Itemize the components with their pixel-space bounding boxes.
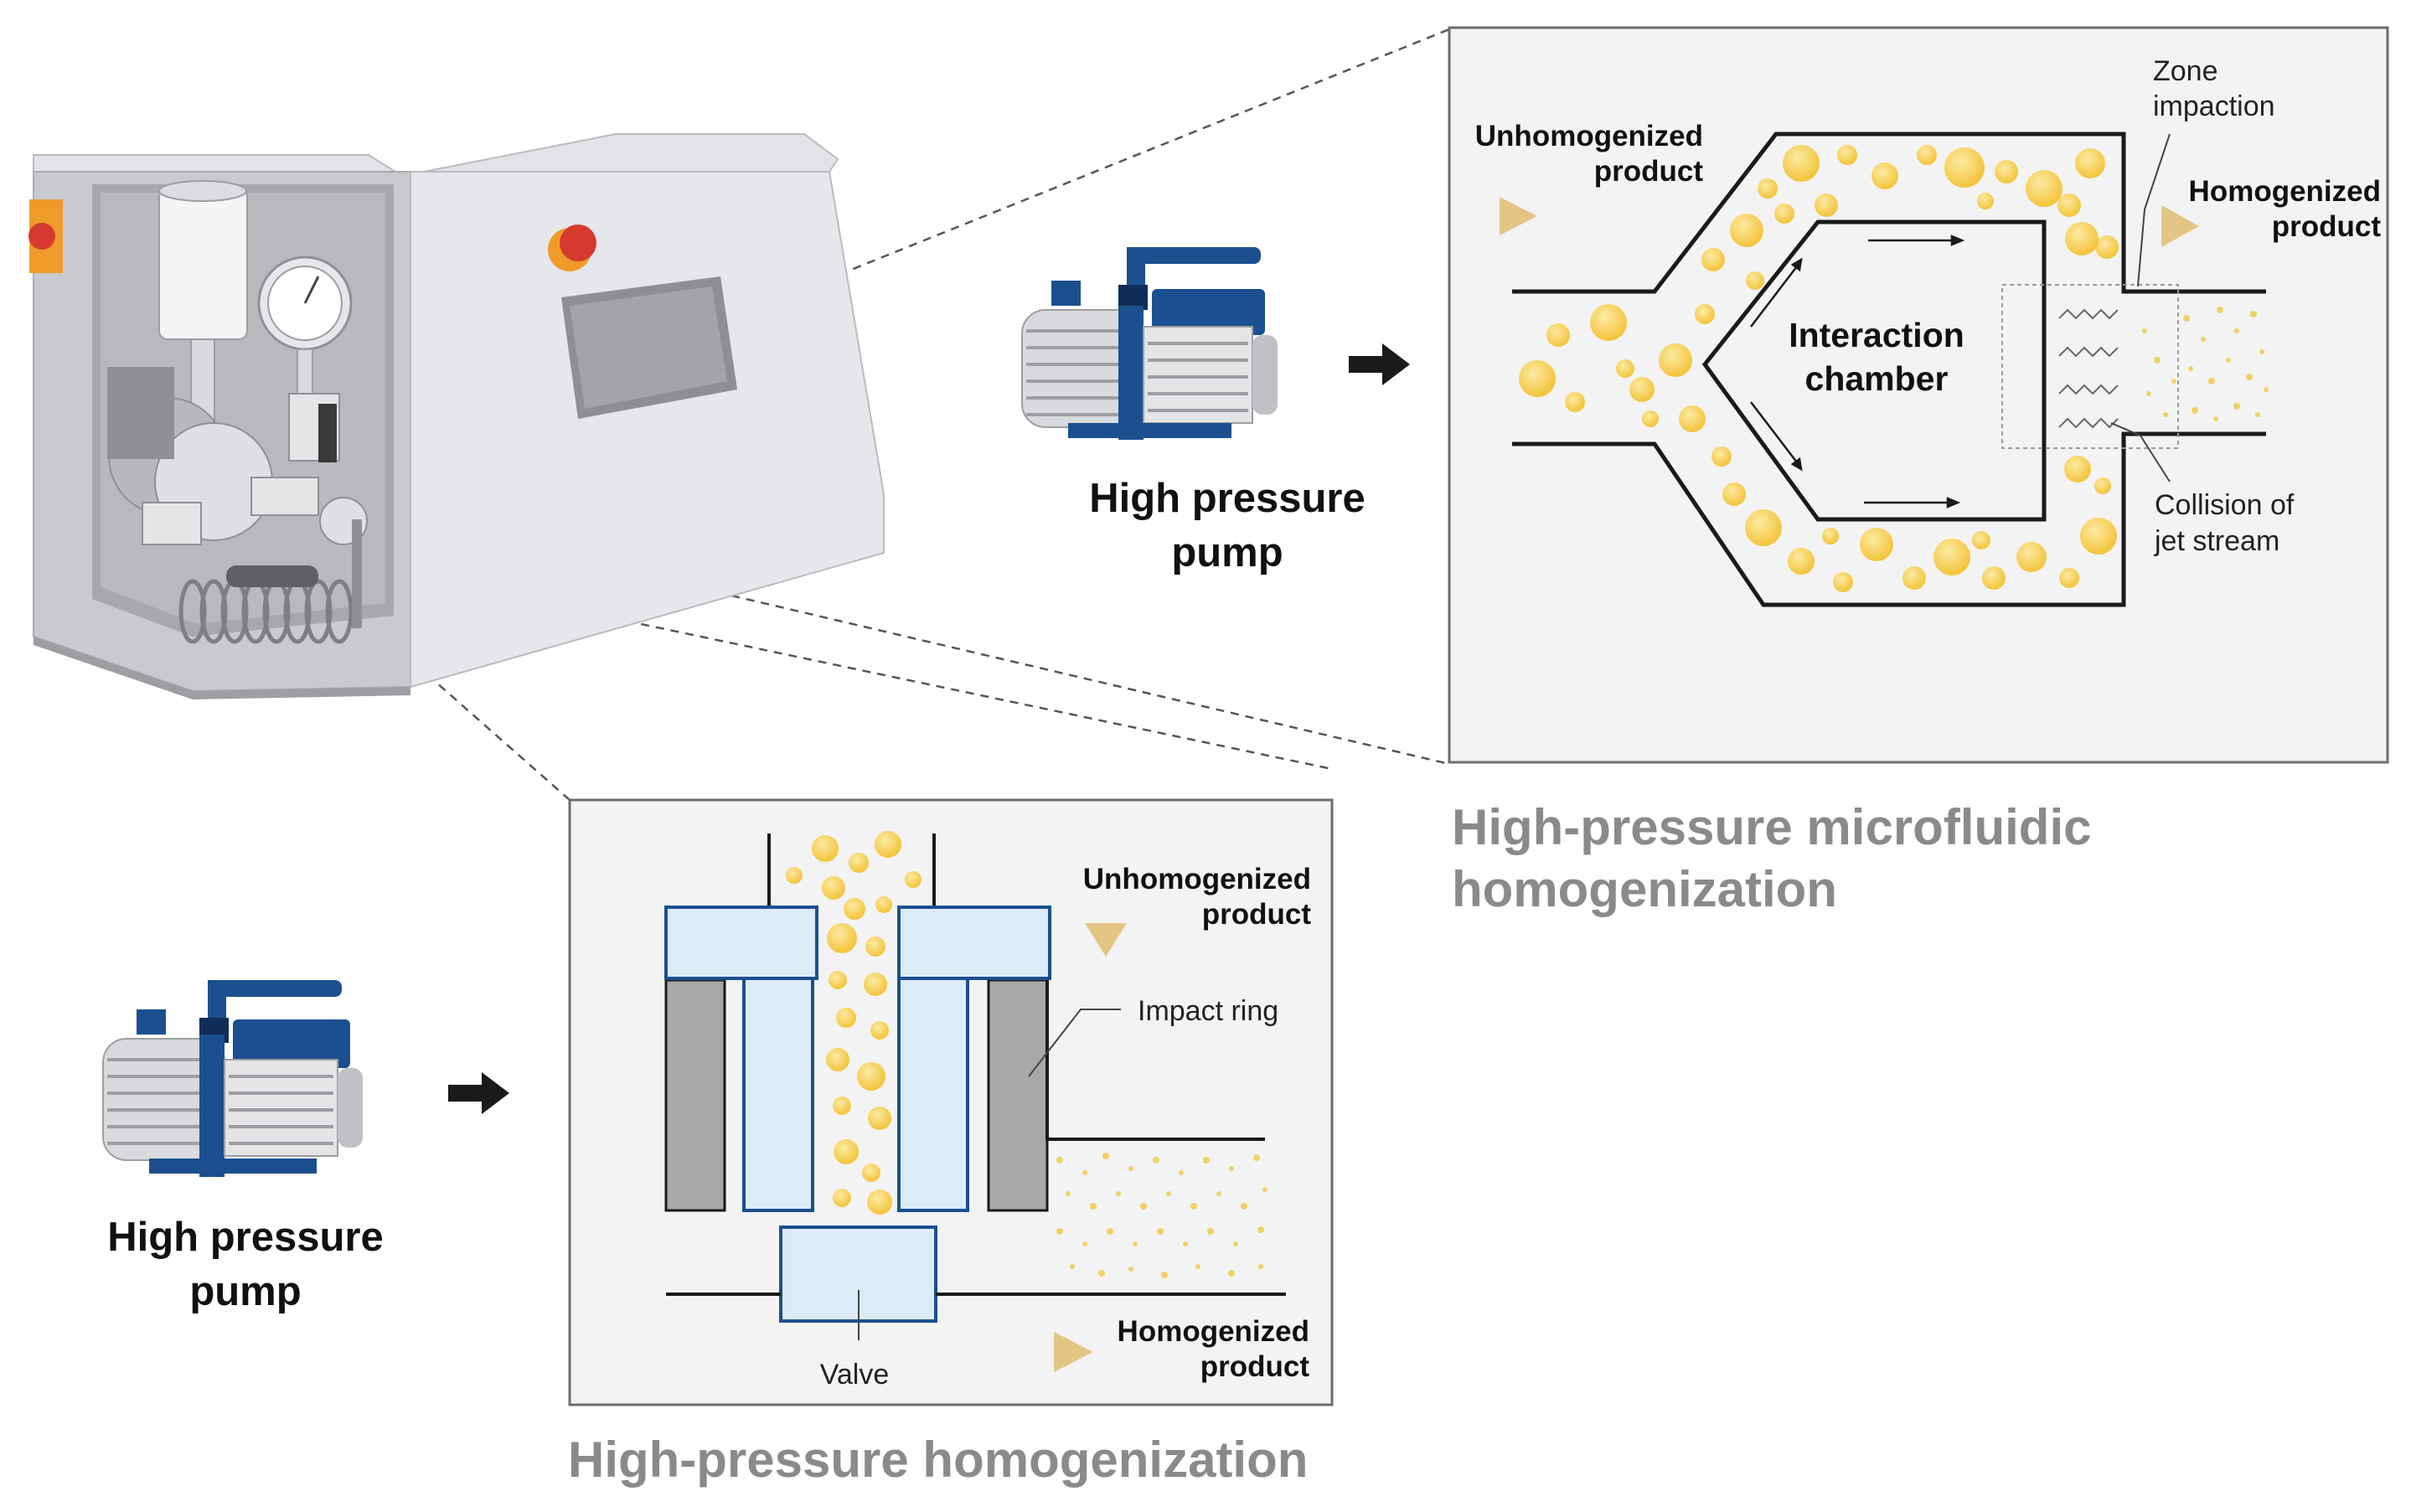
mf-chamber-line2: chamber [1805,359,1949,398]
mf-chamber-line1: Interaction [1789,316,1964,354]
hp-unhomogenized-line2: product [1202,898,1312,931]
mf-zone-line2: impaction [2153,90,2275,122]
mf-title-line1: High-pressure microfluidic [1452,799,2091,855]
pump-top-label-line2: pump [1171,530,1283,575]
outflow-arrow-icon [1054,1332,1093,1372]
mf-title-line2: homogenization [1452,861,1837,917]
microfluidic-panel: Unhomogenized product Homogenized produc… [1448,26,2389,764]
mf-homogenized-line1: Homogenized [2189,175,2381,208]
inflow-arrow-icon [1085,923,1127,957]
homogenizer-machine [28,133,885,699]
mf-unhomogenized-line1: Unhomogenized [1475,120,1703,152]
interaction-channel [1512,132,2266,607]
pump-bottom-label-line1: High pressure [107,1215,383,1260]
mf-homogenized-line2: product [2272,210,2382,243]
hp-unhomogenized-line1: Unhomogenized [1083,863,1311,895]
mf-collision-line1: Collision of [2155,489,2295,521]
particles-homogenization [786,831,922,1215]
pump-handle-icon [1127,247,1261,264]
hp-homogenized-line2: product [1200,1350,1310,1383]
high-pressure-pump-top [1021,247,1278,440]
hp-title: High-pressure homogenization [568,1432,1308,1488]
outflow-arrow-icon [2161,205,2199,247]
particles-microfluidic [1519,145,2119,592]
arrow-right-icon [1349,343,1410,385]
mf-collision-line2: jet stream [2154,525,2279,557]
hp-homogenized-line1: Homogenized [1118,1315,1309,1348]
pump-bottom-label-line2: pump [189,1269,301,1314]
arrow-right-icon [448,1072,509,1114]
impact-ring-left [664,978,726,1212]
pump-top-label-line1: High pressure [1089,476,1365,521]
impact-ring-right [987,978,1049,1212]
homogenization-panel: Unhomogenized product Impact ring Valve … [568,798,1334,1406]
mf-unhomogenized-line2: product [1594,155,1704,188]
hp-valve-label: Valve [820,1359,890,1391]
high-pressure-pump-bottom [102,980,363,1177]
mf-zone-line1: Zone [2153,55,2218,87]
hp-impact-ring-label: Impact ring [1138,995,1278,1027]
particles-fine-homogenization [1056,1153,1267,1278]
particles-fine-microfluidic [2142,307,2269,421]
emergency-stop-icon [28,223,55,250]
inflow-arrow-icon [1500,197,1537,235]
